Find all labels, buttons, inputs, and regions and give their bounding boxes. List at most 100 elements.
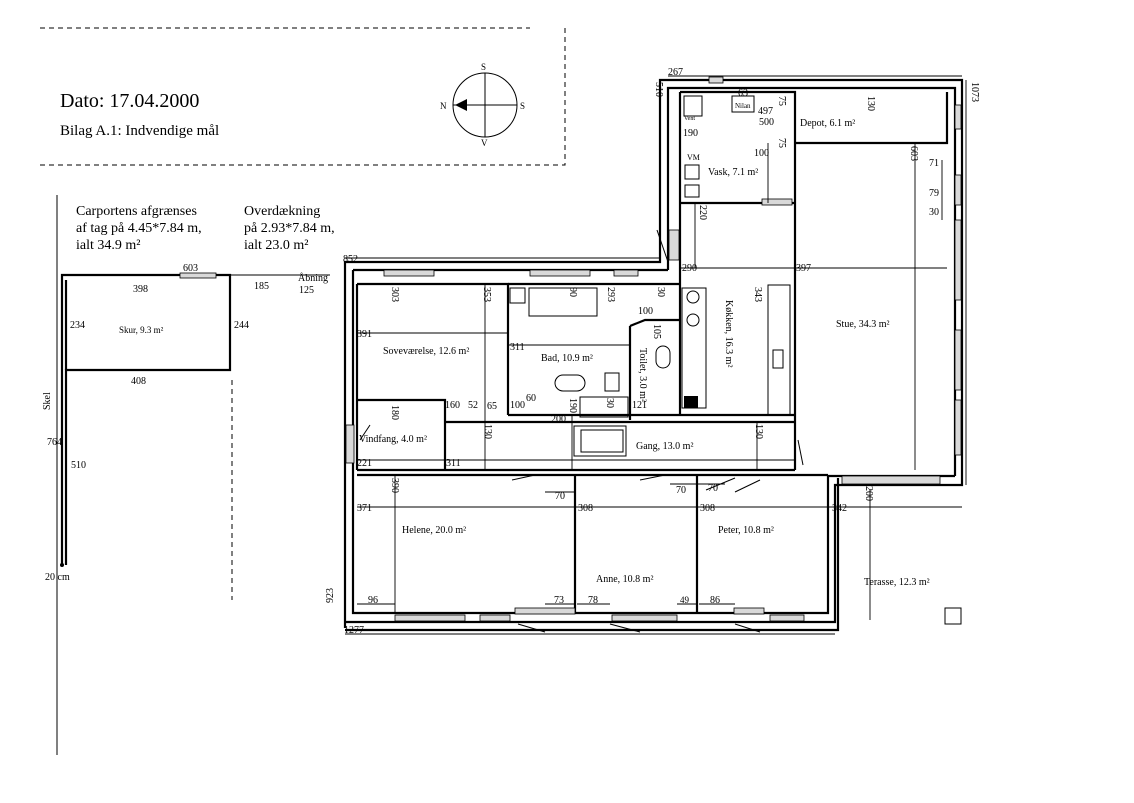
room-toilet: Toilet, 3.0 m² xyxy=(637,348,648,402)
dim-397: 397 xyxy=(796,263,811,274)
carport-note-line-1: Carportens afgrænses xyxy=(76,204,197,219)
dim-130-hall: 130 xyxy=(482,424,493,439)
dim-220: 220 xyxy=(697,205,708,220)
room-bad: Bad, 10.9 m² xyxy=(541,353,593,364)
cover-note: Overdækning på 2.93*7.84 m, ialt 23.0 m² xyxy=(244,204,335,253)
carport-note-line-3: ialt 34.9 m² xyxy=(76,238,140,253)
fixture-vm: VM xyxy=(687,153,700,162)
room-kokken: Køkken, 16.3 m² xyxy=(723,300,734,367)
dim-200-terasse: 200 xyxy=(863,486,874,501)
appendix-subtitle: Bilag A.1: Indvendige mål xyxy=(60,123,219,139)
dim-100-vask: 100 xyxy=(754,148,769,159)
dim-90: 90 xyxy=(567,287,578,297)
dim-1277: 1277 xyxy=(344,625,364,636)
room-labels: Soveværelse, 12.6 m² Bad, 10.9 m² Toilet… xyxy=(359,118,930,588)
cover-note-line-1: Overdækning xyxy=(244,204,320,219)
dim-78: 78 xyxy=(588,595,598,606)
fixtures: VM Nilan Vent xyxy=(509,95,962,625)
fixture-vent: Vent xyxy=(684,116,695,122)
dim-75-top: 75 xyxy=(776,96,787,106)
opening-dim: 125 xyxy=(299,285,314,296)
shed-dim-left: 234 xyxy=(70,320,85,331)
dim-70-a: 70 xyxy=(555,491,565,502)
dim-130-depot: 130 xyxy=(865,96,876,111)
opening-label: Åbning xyxy=(298,272,328,284)
dim-510-top: 510 xyxy=(653,82,664,97)
dim-96: 96 xyxy=(368,595,378,606)
dim-308-peter: 308 xyxy=(700,503,715,514)
cover-note-line-3: ialt 23.0 m² xyxy=(244,238,308,253)
door-swings xyxy=(359,229,804,633)
room-anne: Anne, 10.8 m² xyxy=(596,574,653,585)
dim-342: 342 xyxy=(832,503,847,514)
dim-290: 290 xyxy=(682,263,697,274)
dim-293: 293 xyxy=(605,287,616,302)
room-helene: Helene, 20.0 m² xyxy=(402,525,466,536)
dim-303: 303 xyxy=(389,287,400,302)
dim-371: 371 xyxy=(357,503,372,514)
room-stue: Stue, 34.3 m² xyxy=(836,319,890,330)
shed-dim-top: 603 xyxy=(183,263,198,274)
dim-130-gang: 130 xyxy=(753,424,764,439)
carport-note-line-2: af tag på 4.45*7.84 m, xyxy=(76,221,202,236)
date-title: Dato: 17.04.2000 xyxy=(60,90,199,112)
compass: S N S V xyxy=(440,62,525,148)
shed-dim-gap: 185 xyxy=(254,281,269,292)
dim-267: 267 xyxy=(668,67,683,78)
dimension-lines xyxy=(345,75,967,635)
dim-20cm: 20 cm xyxy=(45,572,70,583)
dim-343: 343 xyxy=(752,287,763,302)
dim-308-anne: 308 xyxy=(578,503,593,514)
dim-65: 65 xyxy=(487,401,497,412)
compass-left-label: N xyxy=(440,101,447,111)
lot-boundary-left-upper xyxy=(40,28,566,166)
dim-603: 603 xyxy=(908,146,919,161)
dim-390: 390 xyxy=(389,478,400,493)
dim-71: 71 xyxy=(929,158,939,169)
dim-180: 180 xyxy=(389,405,400,420)
dim-1073: 1073 xyxy=(969,82,980,102)
dim-852: 852 xyxy=(343,254,358,265)
dim-311-hall: 311 xyxy=(446,458,461,469)
dim-923: 923 xyxy=(325,588,336,603)
dim-30-bath: 30 xyxy=(655,287,666,297)
dim-105: 105 xyxy=(651,324,662,339)
room-terasse: Terasse, 12.3 m² xyxy=(864,577,930,588)
room-vindfang: Vindfang, 4.0 m² xyxy=(359,434,427,445)
dim-86: 86 xyxy=(710,595,720,606)
dim-311: 311 xyxy=(510,342,525,353)
shed-dim-bottom: 408 xyxy=(131,376,146,387)
dim-75-mid: 75 xyxy=(776,138,787,148)
shed-label: Skur, 9.3 m² xyxy=(119,325,164,335)
dim-200: 200 xyxy=(551,414,566,425)
dim-221: 221 xyxy=(357,458,372,469)
cover-note-line-2: på 2.93*7.84 m, xyxy=(244,221,335,236)
compass-right-label: S xyxy=(520,101,525,111)
dim-63: 63 xyxy=(738,88,748,99)
compass-top-label: S xyxy=(481,62,486,72)
room-vask: Vask, 7.1 m² xyxy=(708,167,758,178)
dim-60: 60 xyxy=(526,393,536,404)
dim-497: 497 xyxy=(758,106,773,117)
dim-190-hall: 190 xyxy=(567,398,578,413)
dim-391: 391 xyxy=(357,329,372,340)
skel-label: Skel xyxy=(42,392,53,410)
shed-dim-right: 244 xyxy=(234,320,249,331)
room-gang: Gang, 13.0 m² xyxy=(636,441,693,452)
dim-79: 79 xyxy=(929,188,939,199)
shed-dim-inner-top: 398 xyxy=(133,284,148,295)
dim-121: 121 xyxy=(632,400,647,411)
dim-30-hall: 30 xyxy=(604,398,615,408)
dim-190: 190 xyxy=(683,128,698,139)
shed: 603 398 234 244 408 185 Åbning 125 Skur,… xyxy=(60,263,330,600)
dim-510-left: 510 xyxy=(71,460,86,471)
dim-30: 30 xyxy=(929,207,939,218)
dim-500: 500 xyxy=(759,117,774,128)
room-peter: Peter, 10.8 m² xyxy=(718,525,774,536)
room-soverum: Soveværelse, 12.6 m² xyxy=(383,346,469,357)
dim-70-c: 70 xyxy=(708,483,718,494)
carport-note: Carportens afgrænses af tag på 4.45*7.84… xyxy=(76,204,202,253)
fixture-nilan: Nilan xyxy=(735,102,751,110)
dim-52: 52 xyxy=(468,400,478,411)
